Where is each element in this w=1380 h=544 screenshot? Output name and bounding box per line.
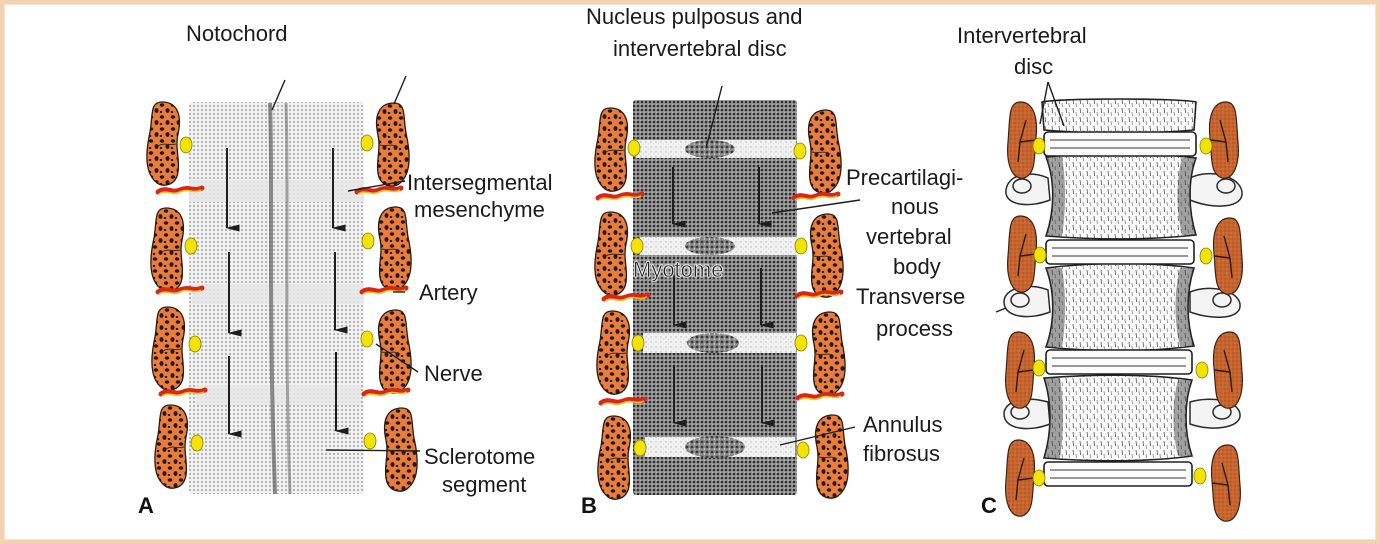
panel-b-nerve-ganglion [794, 334, 808, 352]
label-annulus-fibrosus-line1: Annulus [863, 412, 943, 437]
panel-a-myotome [377, 206, 412, 291]
panel-a-myotome [146, 101, 181, 186]
panel-b-nerve-ganglion [793, 142, 807, 160]
panel-b-myotome [814, 414, 849, 499]
label-myotome: Myotome [633, 257, 724, 283]
panel-b-nucleus-pulposus [685, 436, 745, 458]
label-precartilaginous-line3: vertebral [866, 224, 952, 249]
panel-b-myotome [597, 415, 632, 500]
panel-b-myotome [594, 211, 629, 296]
panel-c-myotome [1006, 101, 1038, 179]
panel-b-myotome [811, 311, 846, 396]
label-artery: Artery [419, 280, 478, 305]
panel-b-leader-lines [705, 85, 861, 446]
panel-c-nerve-ganglion [1033, 246, 1047, 264]
label-intervertebral-disc-line1: Intervertebral [957, 23, 1087, 48]
panel-b-nerve-ganglion [631, 334, 645, 352]
panel-b-nucleus-pulposus [685, 140, 735, 158]
label-notochord: Notochord [186, 21, 288, 46]
panel-b-nerve-ganglion [633, 439, 647, 457]
panel-c-myotome [1210, 444, 1242, 522]
panel-b-nerve-ganglion [794, 237, 808, 255]
panel-c-myotome [1004, 331, 1036, 409]
panel-c-myotome [1212, 217, 1244, 295]
panel-a-intersegmental-band [189, 180, 364, 202]
panel-a-myotome [154, 404, 189, 489]
panel-a-intersegmental-band [196, 385, 361, 405]
panel-c-nerve-ganglion [1199, 137, 1213, 155]
panel-a-nerve-ganglion [190, 434, 204, 452]
panel-b-artery [797, 292, 841, 298]
panel-b-myotome [809, 213, 844, 298]
panel-a-artery [364, 390, 408, 396]
label-annulus-fibrosus-line2: fibrosus [863, 441, 941, 466]
label-precartilaginous-line2: nous [891, 194, 939, 219]
panel-b-nucleus-pulposus [687, 333, 739, 353]
panel-b-vertebral-column [633, 100, 797, 495]
panel-a-nerve-ganglion [361, 232, 375, 250]
panel-b-arrows [671, 167, 775, 427]
panel-c-vertebral-bodies [1041, 98, 1198, 462]
panel-c-nerve-ganglion [1032, 359, 1046, 377]
panel-a-nerve-ganglion [179, 136, 193, 154]
label-intervertebral-disc-line2: disc [1014, 54, 1054, 79]
panel-b-nucleus-pulposus [685, 237, 735, 255]
panel-letter-c: C [981, 493, 997, 518]
panel-a-myotome [383, 407, 418, 492]
panel-b-illustration [594, 85, 861, 500]
panel-a-arrows [225, 148, 349, 438]
label-sclerotome-segment-line1: Sclerotome [424, 444, 536, 469]
panel-b-nerve-ganglion [630, 237, 644, 255]
panel-b-myotome [596, 310, 631, 395]
panel-b-artery [794, 194, 838, 200]
label-nerve: Nerve [424, 361, 483, 386]
panel-a-leader-lines [271, 75, 421, 452]
panel-a-illustration [146, 75, 421, 495]
panel-c-transverse-processes [1003, 172, 1243, 430]
panel-a-nerve-ganglion [188, 335, 202, 353]
panel-c-leader-lines [995, 81, 1065, 313]
panel-a-nerve-ganglion [363, 432, 377, 450]
panel-a-myotome [150, 207, 185, 292]
panel-a-artery [362, 288, 406, 294]
panel-a-intersegmental-band [192, 284, 364, 304]
panel-b-myotome [594, 107, 629, 192]
panel-c-nerve-ganglion [1032, 137, 1046, 155]
label-transverse-process-line1: Transverse [856, 284, 966, 309]
panel-a-myotome [375, 102, 410, 187]
panel-c-nerve-ganglion [1193, 467, 1207, 485]
panel-a-notochord [268, 102, 277, 495]
panel-b-artery [798, 394, 842, 400]
label-intersegmental-mesenchyme-line2: mesenchyme [414, 197, 545, 222]
label-precartilaginous-line4: body [893, 254, 941, 279]
label-nucleus-pulposus-line1: Nucleus pulposus and [586, 4, 803, 29]
label-sclerotome-segment-line2: segment [442, 472, 527, 497]
panel-c-myotome [1208, 101, 1240, 179]
panel-a-nerve-ganglion [360, 330, 374, 348]
panel-a-nerve-ganglion [360, 134, 374, 152]
label-intersegmental-mesenchyme-line1: Intersegmental [407, 170, 553, 195]
panel-a-nerve-ganglion [184, 237, 198, 255]
panel-b-nerve-ganglion [627, 139, 641, 157]
panel-a-myotome [151, 306, 186, 391]
panel-c-illustration [995, 81, 1244, 522]
label-transverse-process-line2: process [876, 316, 954, 341]
label-precartilaginous-line1: Precartilagi- [846, 165, 964, 190]
panel-c-nerve-ganglion [1032, 469, 1046, 487]
panel-c-myotome [1212, 331, 1244, 409]
panel-letter-a: A [138, 493, 154, 518]
panel-c-myotome [1004, 439, 1036, 517]
panel-a-myotome [377, 309, 412, 394]
panel-c-nerve-ganglion [1199, 247, 1213, 265]
panel-c-nerve-ganglion [1195, 361, 1209, 379]
panel-letter-b: B [581, 493, 597, 518]
panel-c-myotome [1006, 215, 1038, 293]
panel-b-myotome [807, 109, 842, 194]
panel-b-nerve-ganglion [796, 441, 810, 459]
label-nucleus-pulposus-line2: intervertebral disc [613, 36, 787, 61]
